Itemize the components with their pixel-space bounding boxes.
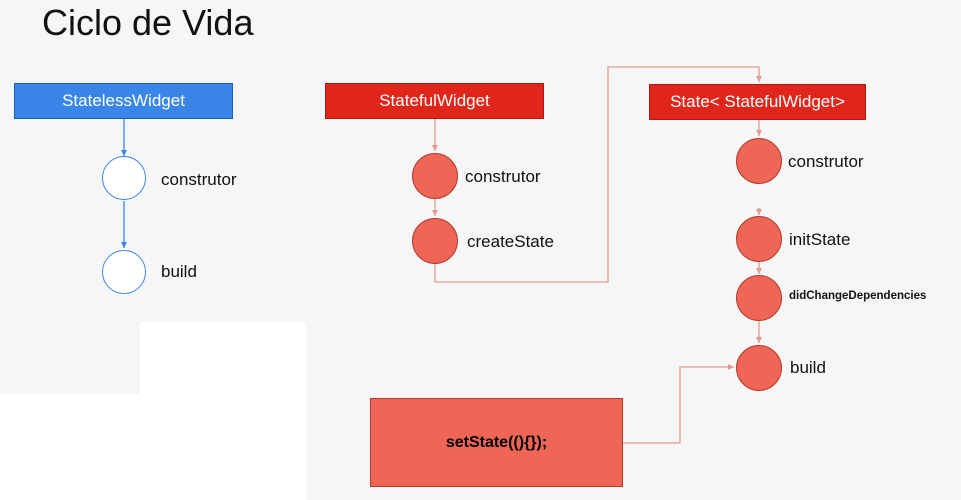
state-construtor-label: construtor xyxy=(788,152,864,171)
stateless-construtor-label: construtor xyxy=(161,170,237,189)
setstate-box: setState((){}); xyxy=(370,398,623,487)
state-initstate-label: initState xyxy=(789,230,851,249)
state-initstate-node xyxy=(736,216,782,262)
stateful-widget-header: StatefulWidget xyxy=(325,83,544,119)
background-patch xyxy=(140,322,306,394)
stateless-build-node xyxy=(102,250,146,294)
background-patch xyxy=(0,394,306,500)
state-build-node xyxy=(736,345,782,391)
stateful-construtor-label: construtor xyxy=(465,167,541,186)
state-didchangedependencies-label: didChangeDependencies xyxy=(789,290,927,302)
state-construtor-node xyxy=(736,138,782,184)
state-header: State< StatefulWidget> xyxy=(649,84,866,120)
stateless-build-label: build xyxy=(161,262,197,281)
stateful-createstate-node xyxy=(412,218,458,264)
connector-setstate-to-build xyxy=(623,364,734,444)
stateless-construtor-node xyxy=(102,156,146,200)
state-build-label: build xyxy=(790,358,826,377)
stateless-widget-header: StatelessWidget xyxy=(14,83,233,119)
connector-createstate-to-state xyxy=(434,66,762,283)
stateful-createstate-label: createState xyxy=(467,232,554,251)
page-title: Ciclo de Vida xyxy=(42,2,254,43)
state-didchangedependencies-node xyxy=(736,275,782,321)
stateful-construtor-node xyxy=(412,153,458,199)
